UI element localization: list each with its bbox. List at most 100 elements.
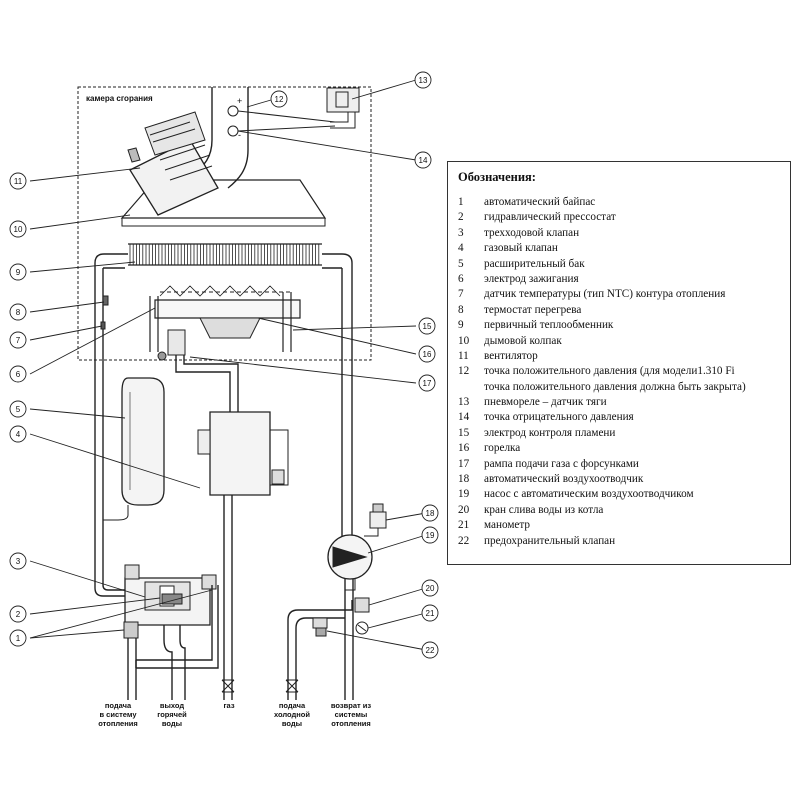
- safety-valve: [312, 617, 328, 637]
- callout-19: 19: [421, 526, 439, 544]
- heat-exchanger-frame: [128, 243, 322, 266]
- ntc-sensor: [100, 321, 106, 330]
- return-label-1: возврат из: [331, 701, 371, 710]
- svg-text:9: 9: [16, 268, 21, 277]
- hot-label-1: выход: [160, 701, 184, 710]
- svg-text:11: 11: [14, 177, 23, 186]
- callout-17: 17: [418, 374, 436, 392]
- cold-label-1: подача: [279, 701, 306, 710]
- minus-sign: -: [238, 130, 241, 140]
- legend-item-number: 18: [458, 473, 470, 486]
- svg-text:2: 2: [16, 610, 21, 619]
- legend-item-number: 13: [458, 396, 470, 409]
- legend-item-text: электрод контроля пламени: [484, 426, 616, 439]
- primary-heat-exchanger: [129, 244, 320, 265]
- legend-item-number: 9: [458, 319, 464, 332]
- hydraulic-pressostat: [161, 593, 183, 605]
- legend-item: 7 датчик температуры (тип NTC) контура от…: [458, 287, 746, 302]
- legend-item-text: датчик температуры (тип NTC) контура ото…: [484, 288, 726, 301]
- legend-item-number: 8: [458, 303, 464, 316]
- callout-21: 21: [421, 604, 439, 622]
- legend-item-text: горелка: [484, 442, 521, 455]
- cold-label-3: воды: [282, 719, 302, 728]
- legend-item: 15 электрод контроля пламени: [458, 426, 746, 441]
- callout-leaders: [29, 79, 427, 651]
- legend-item-text: предохранительный клапан: [484, 534, 616, 547]
- svg-text:18: 18: [426, 509, 435, 518]
- callout-7: 7: [9, 331, 27, 349]
- legend-item-text: рампа подачи газа с форсунками: [484, 457, 639, 470]
- legend-item-number: 22: [458, 534, 470, 547]
- legend-item-text: пневмореле – датчик тяги: [484, 396, 607, 409]
- callout-8: 8: [9, 303, 27, 321]
- drain-cock: [354, 597, 370, 613]
- hot-label-2: горячей: [157, 710, 187, 719]
- combustion-chamber-label: камера сгорания: [86, 94, 153, 103]
- gas-ramp: [157, 329, 239, 412]
- legend-item-number: 21: [458, 519, 470, 532]
- legend-item-number: 19: [458, 488, 470, 501]
- legend-item-text: расширительный бак: [484, 257, 585, 270]
- legend-item-text: кран слива воды из котла: [484, 503, 604, 516]
- automatic-bypass: [123, 621, 139, 639]
- svg-text:12: 12: [275, 95, 284, 104]
- burner: [149, 285, 301, 352]
- pressure-points: [227, 105, 356, 137]
- legend-item-number: 7: [458, 288, 464, 301]
- plus-sign: +: [237, 96, 242, 106]
- automatic-air-vent: [364, 503, 387, 537]
- callout-9: 9: [9, 263, 27, 281]
- svg-text:14: 14: [419, 156, 428, 165]
- legend-item-text: точка положительного давления (для модел…: [484, 365, 735, 378]
- svg-text:15: 15: [423, 322, 432, 331]
- legend-item-text: точка положительного давления должна быт…: [484, 380, 746, 393]
- gas-label: газ: [223, 701, 234, 710]
- callout-10: 10: [9, 220, 27, 238]
- legend-item-text: электрод зажигания: [484, 272, 579, 285]
- legend-item-text: манометр: [484, 519, 531, 532]
- callout-6: 6: [9, 365, 27, 383]
- legend-title: Обозначения:: [458, 170, 536, 184]
- legend-item-text: трехходовой клапан: [484, 226, 580, 239]
- callout-18: 18: [421, 504, 439, 522]
- fan: [127, 111, 219, 216]
- legend-item: 14 точка отрицательного давления: [458, 410, 746, 425]
- callout-16: 16: [418, 345, 436, 363]
- legend-item-number: 14: [458, 411, 470, 424]
- supply-label-3: отопления: [98, 719, 137, 728]
- callout-12: 12: [270, 90, 288, 108]
- legend-item-number: [458, 380, 484, 395]
- supply-label-2: в систему: [99, 710, 137, 719]
- legend-item-text: гидравлический прессостат: [484, 211, 616, 224]
- expansion-vessel: [103, 377, 165, 521]
- manometer: [355, 621, 369, 635]
- legend-item: 18 автоматический воздухоотводчик: [458, 472, 746, 487]
- callout-5: 5: [9, 400, 27, 418]
- legend-item-text: точка отрицательного давления: [484, 411, 634, 424]
- legend-item: 19 насос с автоматическим воздухоотводчик…: [458, 487, 746, 502]
- legend-item-number: 10: [458, 334, 470, 347]
- svg-text:8: 8: [16, 308, 21, 317]
- callout-13: 13: [414, 71, 432, 89]
- svg-text:17: 17: [423, 379, 432, 388]
- svg-text:4: 4: [16, 430, 21, 439]
- legend-item-number: 15: [458, 426, 470, 439]
- svg-text:21: 21: [426, 609, 435, 618]
- legend-item: 22 предохранительный клапан: [458, 534, 746, 549]
- overheat-thermostat: [102, 295, 109, 306]
- legend-item-text: автоматический воздухоотводчик: [484, 473, 644, 486]
- combustion-chamber-outline: [77, 86, 372, 361]
- callout-20: 20: [421, 579, 439, 597]
- legend-item-text: насос с автоматическим воздухоотводчиком: [484, 488, 694, 501]
